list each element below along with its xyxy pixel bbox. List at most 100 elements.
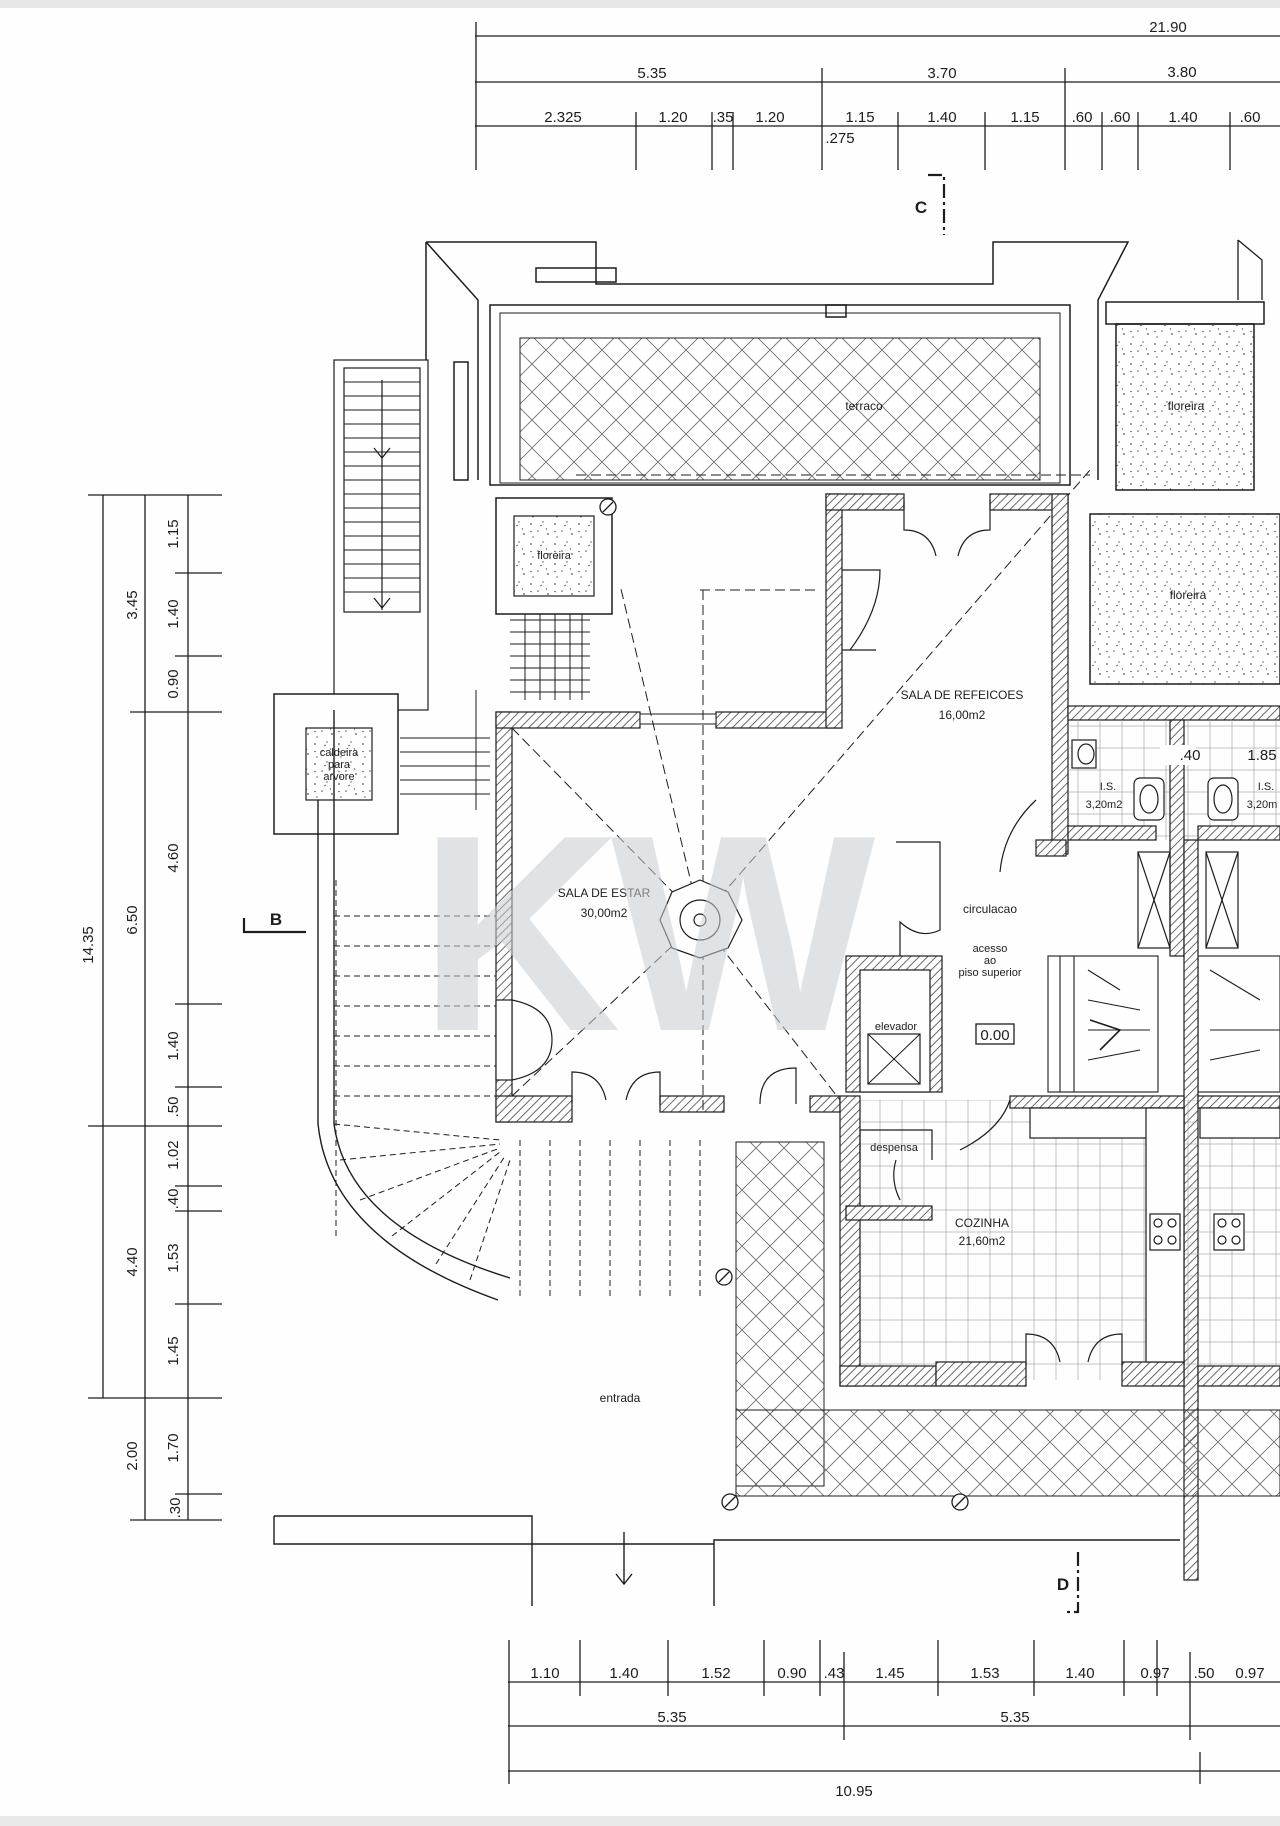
terrace-structure: [425, 241, 1130, 486]
dim-left-l3-6: .50: [165, 1097, 182, 1118]
dim-top-l3-2: 1.20: [658, 109, 687, 126]
kitchen-door: [959, 1099, 1011, 1151]
dim-left-l2-2: 6.50: [124, 905, 141, 934]
dim-left-l2-1: 3.45: [124, 590, 141, 619]
planter-small: floreira: [495, 497, 613, 615]
dim-left-l3-2: 1.40: [165, 599, 182, 628]
caldeira-label-2: para: [328, 759, 351, 771]
elevator-shaft: elevador: [845, 955, 943, 1093]
is1-area: 3,20m2: [1086, 799, 1123, 811]
dim-left-l3-11: 1.70: [165, 1433, 182, 1462]
dim-bottom-l1-3: 1.52: [701, 1665, 730, 1682]
svg-text:C: C: [915, 198, 927, 217]
dim-left-l3-12: .30: [167, 1498, 184, 1519]
svg-text:B: B: [270, 910, 282, 929]
dim-bottom-total: 10.95: [835, 1783, 873, 1800]
section-marker-b: B: [242, 910, 306, 934]
dim-top-l2-1: 5.35: [637, 65, 666, 82]
dim-top-l3-6: 1.40: [927, 109, 956, 126]
entrance-columns: [599, 498, 969, 1511]
kitchen-counter: [1029, 1107, 1280, 1363]
dim-top-l2-2: 3.70: [927, 65, 956, 82]
floreira-small-label: floreira: [537, 550, 572, 562]
dining-side-door: [842, 569, 881, 651]
sala-estar-name: SALA DE ESTAR: [558, 886, 651, 900]
planter-right-top: floreira: [1105, 301, 1265, 491]
dim-left-total: 14.35: [80, 926, 97, 964]
kw-watermark: KW ®: [419, 778, 888, 1090]
acesso-label-1: acesso: [973, 943, 1008, 955]
living-room-front-door: [571, 1067, 797, 1105]
despensa-label: despensa: [870, 1142, 919, 1154]
dim-left-l3-1: 1.15: [165, 519, 182, 548]
dim-bottom-l1-6: 1.45: [875, 1665, 904, 1682]
left-dimension-labels: 14.35 3.45 6.50 4.40 2.00 1.15 1.40 0.90…: [80, 519, 184, 1518]
dim-bottom-l2-2: 5.35: [1000, 1709, 1029, 1726]
entrance-outline: [273, 1515, 1180, 1606]
sala-refeicoes-area: 16,00m2: [939, 708, 986, 722]
pantry: despensa: [859, 1129, 933, 1201]
section-marker-d: D: [1057, 1552, 1080, 1614]
caldeira-label-3: arvore: [323, 771, 354, 783]
floreira-top-label: floreira: [1168, 399, 1205, 413]
dim-left-l3-10: 1.45: [165, 1336, 182, 1365]
svg-text:D: D: [1057, 1575, 1069, 1594]
curved-stair: [317, 710, 701, 1301]
ceiling-lamp: [659, 879, 743, 959]
dim-left-l2-4: 2.00: [124, 1441, 141, 1470]
dim-left-l3-8: .40: [165, 1189, 182, 1210]
acesso-label-3: piso superior: [959, 967, 1022, 979]
bottom-dimension-lines: [508, 1640, 1280, 1784]
dim-bottom-l1-4: 0.90: [777, 1665, 806, 1682]
dim-left-l3-5: 1.40: [165, 1031, 182, 1060]
is1-name: I.S.: [1100, 781, 1117, 793]
dim-left-l3-7: 1.02: [165, 1140, 182, 1169]
dim-top-l2-3: 3.80: [1167, 64, 1196, 81]
wc-walls: [1067, 719, 1280, 957]
section-marker-c: C: [915, 173, 946, 235]
dim-bottom-l1-11: 0.97: [1235, 1665, 1264, 1682]
wc-fixtures: [1071, 739, 1239, 821]
dim-bottom-l1-9: 0.97: [1140, 1665, 1169, 1682]
dining-room-walls: [825, 493, 1280, 857]
acesso-label-2: ao: [984, 955, 996, 967]
terraco-label: terraco: [845, 399, 883, 413]
dim-top-total: 21.90: [1149, 19, 1187, 36]
circulation-door: [999, 799, 1037, 873]
circulacao-label: circulacao: [963, 902, 1017, 916]
watermark-registered: ®: [810, 1006, 826, 1031]
ventilation-ducts: [1137, 851, 1239, 949]
scan-top-edge: [0, 0, 1280, 8]
kitchen-tiles: [860, 1100, 1280, 1380]
terrace-paving: [519, 337, 1041, 481]
exterior-stair-top: [333, 359, 429, 711]
dim-185: 1.85: [1247, 747, 1276, 764]
dim-bottom-l1-8: 1.40: [1065, 1665, 1094, 1682]
dim-top-l3-4: 1.20: [755, 109, 784, 126]
terrace-corner-right: [1237, 239, 1263, 300]
sala-refeicoes-name: SALA DE REFEICOES: [901, 688, 1024, 702]
dim-bottom-l1-1: 1.10: [530, 1665, 559, 1682]
cozinha-name: COZINHA: [955, 1216, 1009, 1230]
left-dimension-lines: [88, 494, 222, 1521]
dim-top-l3-7: 1.15: [1010, 109, 1039, 126]
dim-left-l3-9: 1.53: [165, 1243, 182, 1272]
dining-double-door: [903, 500, 991, 557]
dim-top-l3-1: 2.325: [544, 109, 582, 126]
dim-bottom-l1-2: 1.40: [609, 1665, 638, 1682]
planter-right-large: floreira: [1089, 513, 1280, 685]
tree-pit: caldeira para arvore: [273, 693, 399, 835]
sala-estar-area: 30,00m2: [581, 906, 628, 920]
dim-top-l3-5: 1.15: [845, 109, 874, 126]
level-value: 0.00: [980, 1027, 1009, 1044]
dim-top-extra: .275: [825, 130, 854, 147]
dim-top-l3-11: .60: [1240, 109, 1261, 126]
kitchen-walls: [839, 1095, 1280, 1387]
dim-left-l3-3: 0.90: [165, 669, 182, 698]
living-room-side-door: [495, 999, 553, 1081]
dim-top-l3-8: .60: [1072, 109, 1093, 126]
floreira-right-label: floreira: [1170, 588, 1207, 602]
caldeira-label-1: caldeira: [320, 747, 359, 759]
